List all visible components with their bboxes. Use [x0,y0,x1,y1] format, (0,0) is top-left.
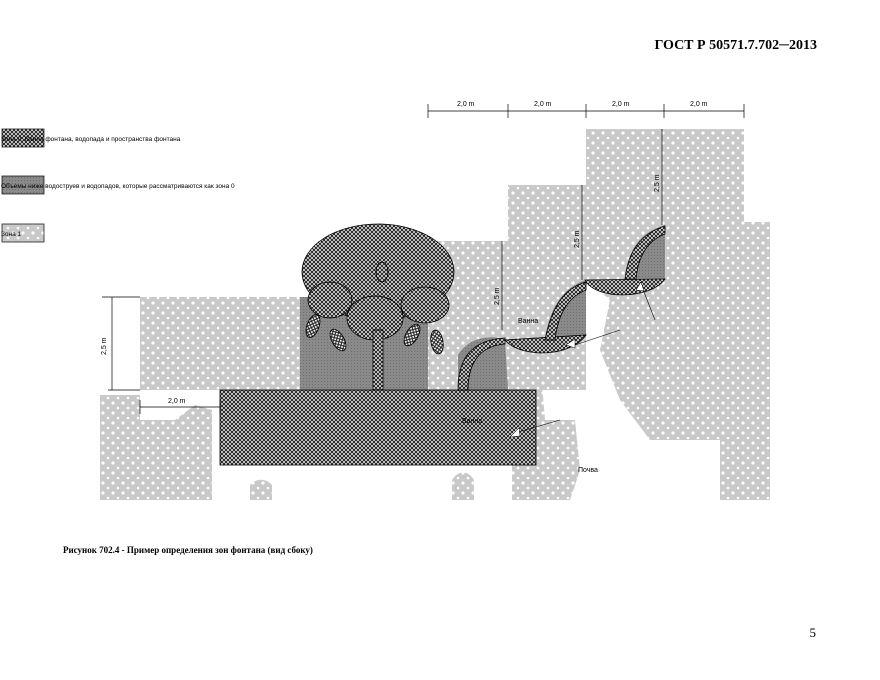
legend-swatch-zone1 [1,223,45,243]
height-dimension-step2: 2,5 m [574,230,581,248]
height-dimension-left: 2,5 m [101,337,108,355]
height-dimension-step3: 2,5 m [654,174,661,192]
tree [301,223,455,391]
main-basin [219,389,537,466]
legend: Зона 0: Ванна фонтана, водопада и простр… [1,128,235,243]
basin-label-main: Ванна [462,418,482,425]
basin-label-small: Ванна [518,318,538,325]
basins [219,225,666,466]
top-dimension-2: 2,0 m [534,101,552,108]
legend-label-jet: Объемы ниже водоструев и водопадов, кото… [1,182,235,190]
document-code: ГОСТ Р 50571.7.702─2013 [654,38,817,53]
pointer-arrowhead [565,338,576,349]
top-dimension-1: 2,0 m [457,101,475,108]
figure-caption: Рисунок 702.4 - Пример определения зон ф… [63,545,313,555]
ground-dimension: 2,0 m [168,398,186,405]
page-number: 5 [809,625,817,640]
legend-label-zone0: Зона 0: Ванна фонтана, водопада и простр… [1,136,181,143]
legend-label-zone1: Зона 1 [1,231,22,238]
dimension-lines [102,104,745,414]
pointer-arrowhead [509,427,521,438]
top-dimension-4: 2,0 m [690,101,708,108]
legend-swatch-jet [1,175,45,195]
height-dimension-step1: 2,5 m [494,287,501,305]
fountain-zones-figure: Зона 0: Ванна фонтана, водопада и простр… [1,101,770,500]
soil-label: Почва [578,467,598,474]
legend-swatch-zone0 [1,128,45,148]
top-dimension-3: 2,0 m [612,101,630,108]
pointer-arrowhead [635,281,645,292]
